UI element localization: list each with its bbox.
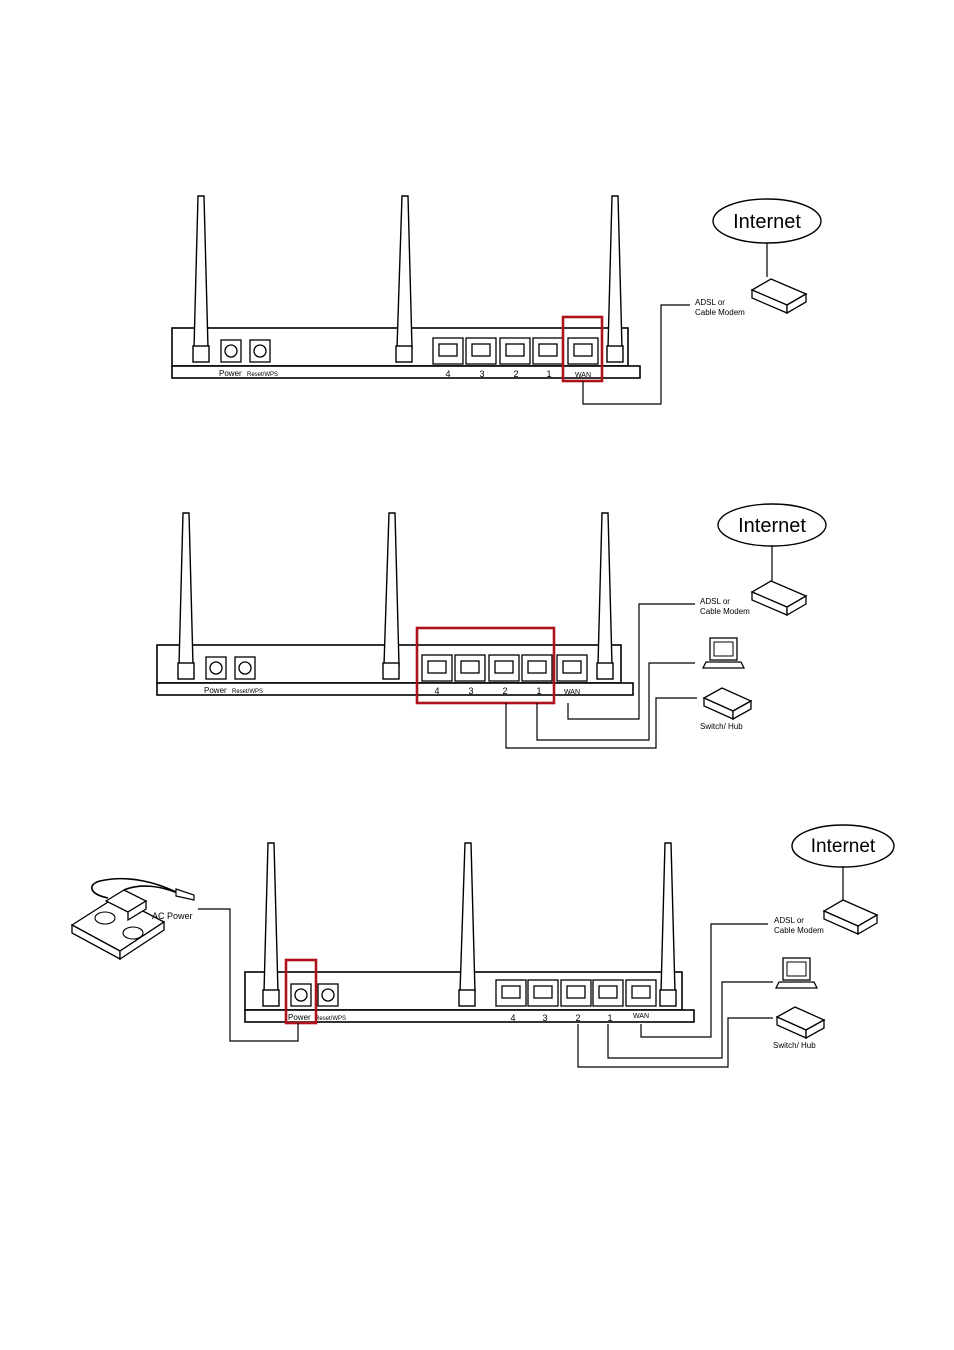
antenna-icon: [178, 513, 194, 679]
internet-ellipse: Internet: [713, 199, 821, 243]
power-jack-icon: [291, 984, 311, 1006]
power-jack-icon: [221, 340, 241, 362]
port-label-2: 2: [513, 369, 518, 379]
wan-port-icon: [626, 980, 656, 1006]
diagram-wan-connection: Power Reset/WPS 4 3 2 1 WAN Internet ADS…: [172, 196, 821, 404]
modem-label-line2: Cable Modem: [695, 308, 745, 317]
lan-port-icon: [433, 338, 463, 364]
antenna-icon: [193, 196, 209, 362]
reset-button-icon: [235, 657, 255, 679]
lan-port-icon: [522, 655, 552, 681]
switch-hub-label: Switch/ Hub: [773, 1041, 816, 1050]
diagram-lan-connection: Power Reset/WPS 4 3 2 1 WAN Internet ADS…: [157, 504, 826, 748]
wan-port-icon: [568, 338, 598, 364]
switch-hub-label: Switch/ Hub: [700, 722, 743, 731]
internet-ellipse: Internet: [718, 504, 826, 546]
port-label-4: 4: [445, 369, 450, 379]
lan-port-icon: [455, 655, 485, 681]
router: Power Reset/WPS 4 3 2 1 WAN: [172, 196, 640, 379]
port-label-1: 1: [607, 1013, 612, 1023]
wan-port-icon: [557, 655, 587, 681]
lan-port-icon: [496, 980, 526, 1006]
power-label: Power: [204, 686, 227, 695]
diagram-power-connection: Power Reset/WPS 4 3 2 1 WAN Internet ADS…: [72, 825, 894, 1067]
router-base: [157, 683, 633, 695]
reset-wps-label: Reset/WPS: [247, 372, 278, 378]
lan-port-icon: [466, 338, 496, 364]
power-jack-icon: [206, 657, 226, 679]
modem-label-line1: ADSL or: [774, 916, 804, 925]
wan-label: WAN: [575, 372, 591, 379]
modem-icon: [752, 581, 806, 615]
computer-icon: [703, 638, 744, 668]
port-label-3: 3: [479, 369, 484, 379]
wan-label: WAN: [633, 1013, 649, 1020]
computer-icon: [776, 958, 817, 988]
port-label-2: 2: [575, 1013, 580, 1023]
modem-label-line1: ADSL or: [700, 597, 730, 606]
modem-label-line2: Cable Modem: [700, 607, 750, 616]
antenna-icon: [597, 513, 613, 679]
port-label-3: 3: [542, 1013, 547, 1023]
lan-port-icon: [561, 980, 591, 1006]
port-label-4: 4: [510, 1013, 515, 1023]
modem-label-line2: Cable Modem: [774, 926, 824, 935]
router: Power Reset/WPS 4 3 2 1 WAN: [245, 843, 694, 1023]
power-label: Power: [288, 1013, 311, 1022]
reset-button-icon: [250, 340, 270, 362]
antenna-icon: [607, 196, 623, 362]
antenna-icon: [263, 843, 279, 1006]
reset-wps-label: Reset/WPS: [315, 1016, 346, 1022]
lan-port-icon: [593, 980, 623, 1006]
lan-port-icon: [422, 655, 452, 681]
internet-label: Internet: [811, 836, 876, 857]
antenna-icon: [396, 196, 412, 362]
lan-cable-switch: [578, 1018, 773, 1067]
port-label-1: 1: [546, 369, 551, 379]
internet-label: Internet: [738, 515, 806, 537]
router: Power Reset/WPS 4 3 2 1 WAN: [157, 513, 633, 696]
port-label-1: 1: [536, 686, 541, 696]
router-base: [245, 1010, 694, 1022]
port-label-4: 4: [434, 686, 439, 696]
modem-label-line1: ADSL or: [695, 298, 725, 307]
antenna-icon: [459, 843, 475, 1006]
port-label-3: 3: [468, 686, 473, 696]
switch-hub-icon: [704, 688, 751, 719]
reset-button-icon: [318, 984, 338, 1006]
antenna-icon: [660, 843, 676, 1006]
router-base: [172, 366, 640, 378]
power-label: Power: [219, 369, 242, 378]
lan-port-icon: [489, 655, 519, 681]
lan-port-icon: [528, 980, 558, 1006]
reset-wps-label: Reset/WPS: [232, 689, 263, 695]
antenna-icon: [383, 513, 399, 679]
ac-power-label: AC Power: [152, 911, 193, 921]
port-label-2: 2: [502, 686, 507, 696]
wan-label: WAN: [564, 689, 580, 696]
modem-icon: [824, 900, 877, 934]
lan-port-icon: [533, 338, 563, 364]
lan-port-icon: [500, 338, 530, 364]
internet-label: Internet: [733, 211, 801, 233]
internet-ellipse: Internet: [792, 825, 894, 867]
switch-hub-icon: [777, 1007, 824, 1038]
modem-icon: [752, 279, 806, 313]
